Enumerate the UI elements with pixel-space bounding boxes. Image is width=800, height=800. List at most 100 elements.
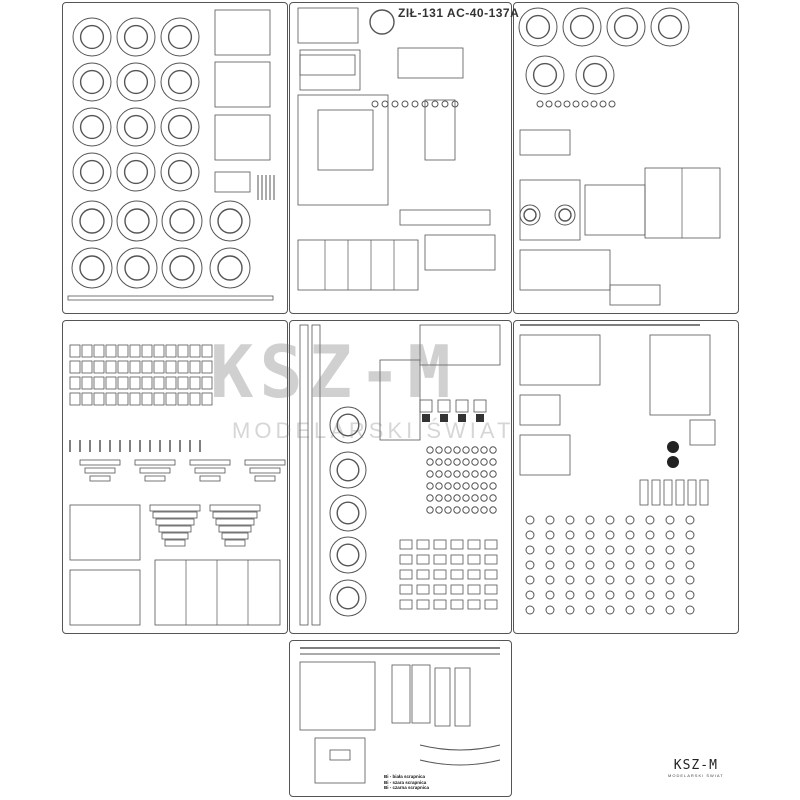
wheel-rim-part <box>217 255 243 281</box>
small-disc-part <box>480 482 488 490</box>
part-outline <box>129 376 141 390</box>
part-outline <box>215 518 255 526</box>
part-outline <box>158 525 192 533</box>
small-disc-part <box>625 545 635 555</box>
wheel-rim-part <box>336 458 360 482</box>
small-disc-part <box>411 100 419 108</box>
part-outline <box>399 584 413 595</box>
small-disc-part <box>453 446 461 454</box>
part-outline <box>149 504 201 512</box>
wheel-part <box>519 204 541 226</box>
small-disc-part <box>685 530 695 540</box>
part-outline <box>687 479 697 506</box>
sheet-panel-7 <box>289 640 512 797</box>
small-disc-part <box>625 515 635 525</box>
part-outline <box>433 599 447 610</box>
small-disc-part <box>444 470 452 478</box>
small-disc-part <box>525 545 535 555</box>
small-disc-part <box>525 575 535 585</box>
part-outline <box>177 392 189 406</box>
part-outline <box>165 376 177 390</box>
small-disc-part <box>625 530 635 540</box>
small-disc-part <box>421 100 429 108</box>
part-outline <box>152 511 198 519</box>
small-disc-part <box>545 530 555 540</box>
small-disc-part <box>545 545 555 555</box>
part-outline <box>437 399 451 413</box>
part-outline <box>153 344 165 358</box>
part-outline <box>254 475 276 482</box>
wheel-part <box>116 62 156 102</box>
wheel-part <box>161 247 203 289</box>
small-disc-part <box>605 605 615 615</box>
small-disc-part <box>685 560 695 570</box>
small-disc-part <box>462 494 470 502</box>
wheel-rim-part <box>79 24 105 50</box>
part-outline <box>450 539 464 550</box>
part-outline <box>297 94 389 206</box>
part-outline <box>177 360 189 374</box>
part-outline <box>484 554 498 565</box>
part-outline <box>297 7 359 44</box>
part-outline <box>141 376 153 390</box>
part-outline <box>201 360 213 374</box>
wheel-part <box>160 152 200 192</box>
small-disc-part <box>536 100 544 108</box>
part-outline <box>93 360 105 374</box>
small-disc-part <box>444 458 452 466</box>
part-outline <box>433 539 447 550</box>
small-disc-part <box>462 446 470 454</box>
wheel-rim-part <box>217 208 243 234</box>
part-outline <box>189 344 201 358</box>
small-disc-part <box>605 530 615 540</box>
small-disc-part <box>480 458 488 466</box>
part-outline <box>69 376 81 390</box>
small-disc-part <box>665 545 675 555</box>
part-outline <box>194 467 226 474</box>
part-outline <box>105 376 117 390</box>
small-disc-part <box>605 515 615 525</box>
part-outline <box>117 376 129 390</box>
small-disc-part <box>489 470 497 478</box>
part-outline <box>433 584 447 595</box>
dark-disc-part <box>667 441 679 453</box>
small-disc-part <box>426 506 434 514</box>
part-outline <box>467 539 481 550</box>
small-disc-part <box>444 506 452 514</box>
small-disc-part <box>645 515 655 525</box>
logo-subtitle: MODELARSKI ŚWIAT <box>668 773 724 778</box>
small-disc-part <box>565 530 575 540</box>
part-outline <box>221 532 249 540</box>
part-outline <box>189 360 201 374</box>
part-outline <box>299 54 356 76</box>
wheel-part <box>161 200 203 242</box>
part-outline <box>419 399 433 413</box>
part-outline <box>129 344 141 358</box>
small-disc-part <box>545 590 555 600</box>
small-disc-part <box>489 446 497 454</box>
small-disc-part <box>525 530 535 540</box>
part-outline <box>519 434 571 476</box>
part-outline <box>244 459 286 466</box>
small-disc-part <box>441 100 449 108</box>
part-outline <box>161 532 189 540</box>
small-disc-part <box>545 575 555 585</box>
part-outline <box>189 376 201 390</box>
watermark-logo: KSZ-M <box>210 330 457 414</box>
small-disc-part <box>480 494 488 502</box>
wheel-rim-part <box>336 586 360 610</box>
part-outline <box>311 324 321 626</box>
part-outline <box>519 249 611 291</box>
part-outline <box>189 392 201 406</box>
small-disc-part <box>489 482 497 490</box>
legend-item: Bi - szara scrapnica <box>384 779 427 785</box>
part-outline <box>450 584 464 595</box>
small-disc-part <box>444 482 452 490</box>
part-outline <box>419 324 501 366</box>
small-disc-part <box>565 575 575 585</box>
watermark-subtitle: MODELARSKI ŚWIAT <box>232 418 515 443</box>
small-disc-part <box>453 482 461 490</box>
part-outline <box>519 179 581 241</box>
part-outline <box>189 459 231 466</box>
